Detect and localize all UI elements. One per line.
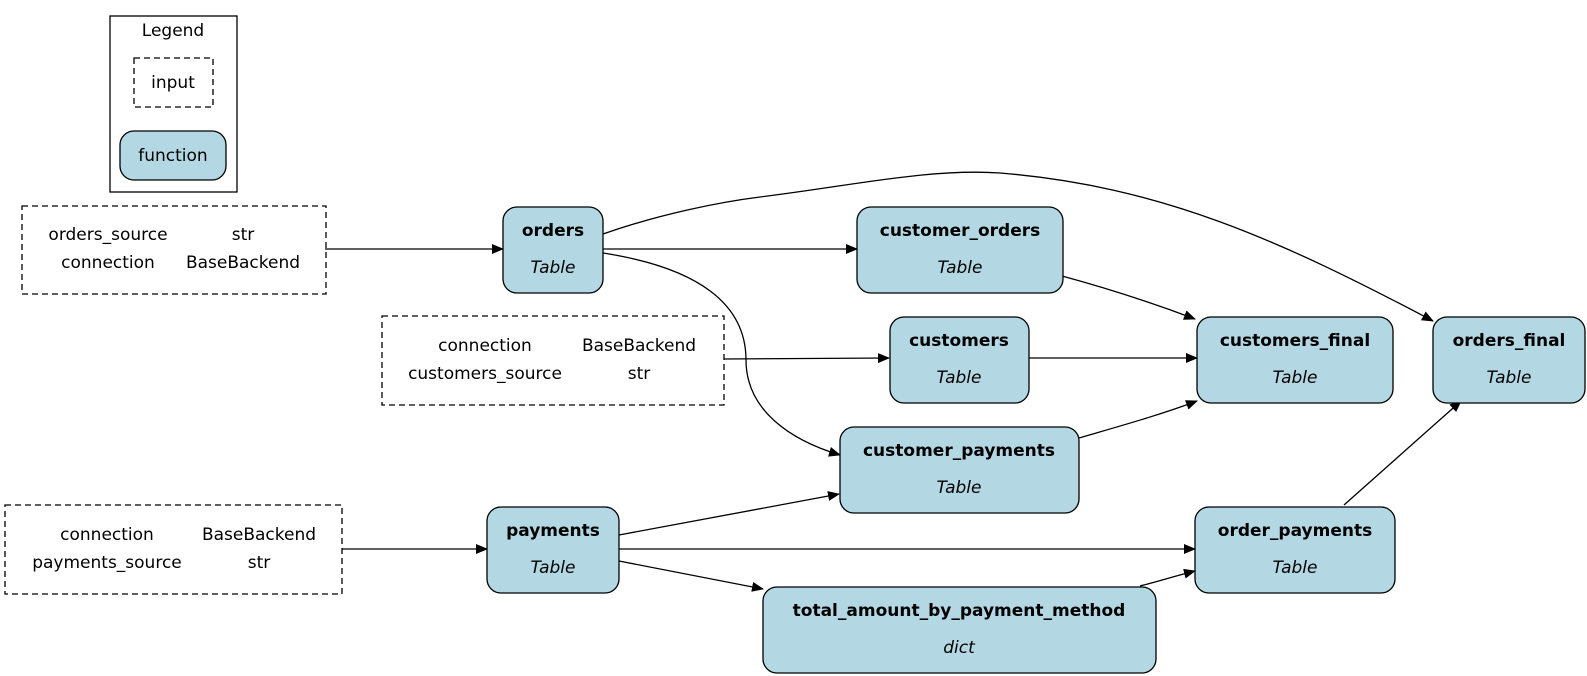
edge-customer-orders-to-customers-final [1061,275,1196,320]
node-customers[interactable]: customers Table [889,316,1030,404]
edge-customers-input-to-customers [723,353,890,364]
node-customer-payments[interactable]: customer_payments Table [839,426,1080,514]
legend-input-label: input [151,73,195,93]
legend-input-box [133,57,214,108]
input-param-name: connection [61,253,155,273]
node-title: customers_final [1220,331,1370,351]
edge-order-payments-to-orders-final [1343,400,1462,506]
node-title: order_payments [1218,521,1372,541]
node-payments[interactable]: payments Table [486,506,620,594]
node-type: Table [937,478,982,498]
legend: Legend input function [109,15,238,193]
node-customers-final[interactable]: customers_final Table [1196,316,1394,404]
node-type: Table [937,368,982,388]
edge-payments-to-total-amount [618,560,764,592]
node-box[interactable] [762,586,1157,674]
edge-payments-to-customer-payments [618,491,840,536]
legend-function-box [119,130,227,181]
input-payments: connection BaseBackend payments_source s… [4,504,343,595]
node-title: customer_payments [863,441,1055,461]
node-orders-final[interactable]: orders_final Table [1432,316,1586,404]
input-param-name: connection [60,525,154,545]
node-type: Table [531,558,576,578]
node-box[interactable] [856,206,1064,294]
node-title: orders [522,221,584,241]
input-param-type: BaseBackend [186,253,300,273]
node-type: Table [1273,558,1318,578]
node-box[interactable] [502,206,604,294]
legend-title: Legend [142,21,204,41]
input-box [381,315,725,406]
node-box[interactable] [889,316,1030,404]
input-param-type: BaseBackend [582,336,696,356]
legend-function-label: function [138,146,207,166]
node-type: Table [1273,368,1318,388]
node-type: Table [1487,368,1532,388]
input-param-type: str [232,225,255,245]
edge-orders-to-orders-final [602,171,1434,322]
edges [325,171,1462,592]
node-title: orders_final [1453,331,1566,351]
edge-total-amount-to-order-payments [1139,568,1196,587]
input-customers: connection BaseBackend customers_source … [381,315,725,406]
node-order-payments[interactable]: order_payments Table [1194,506,1396,594]
input-param-type: str [248,553,271,573]
node-box[interactable] [839,426,1080,514]
input-param-name: customers_source [408,364,562,384]
input-param-type: BaseBackend [202,525,316,545]
node-title: customers [909,331,1009,351]
input-param-type: str [628,364,651,384]
edge-customer-payments-to-customers-final [1078,400,1198,439]
node-customer-orders[interactable]: customer_orders Table [856,206,1064,294]
input-param-name: connection [438,336,532,356]
node-box[interactable] [486,506,620,594]
input-param-name: orders_source [48,225,167,245]
input-box [21,205,327,295]
node-title: total_amount_by_payment_method [793,601,1126,621]
node-type: Table [531,258,576,278]
input-box [4,504,343,595]
node-total-amount-by-payment-method[interactable]: total_amount_by_payment_method dict [762,586,1157,674]
node-type: Table [938,258,983,278]
input-orders: orders_source str connection BaseBackend [21,205,327,295]
edge-orders-to-customer-payments [602,252,841,457]
node-title: customer_orders [880,221,1041,241]
node-type: dict [943,638,976,658]
node-title: payments [506,521,600,541]
legend-frame [109,15,238,193]
node-box[interactable] [1196,316,1394,404]
node-box[interactable] [1194,506,1396,594]
node-orders[interactable]: orders Table [502,206,604,294]
node-box[interactable] [1432,316,1586,404]
input-param-name: payments_source [32,553,182,573]
